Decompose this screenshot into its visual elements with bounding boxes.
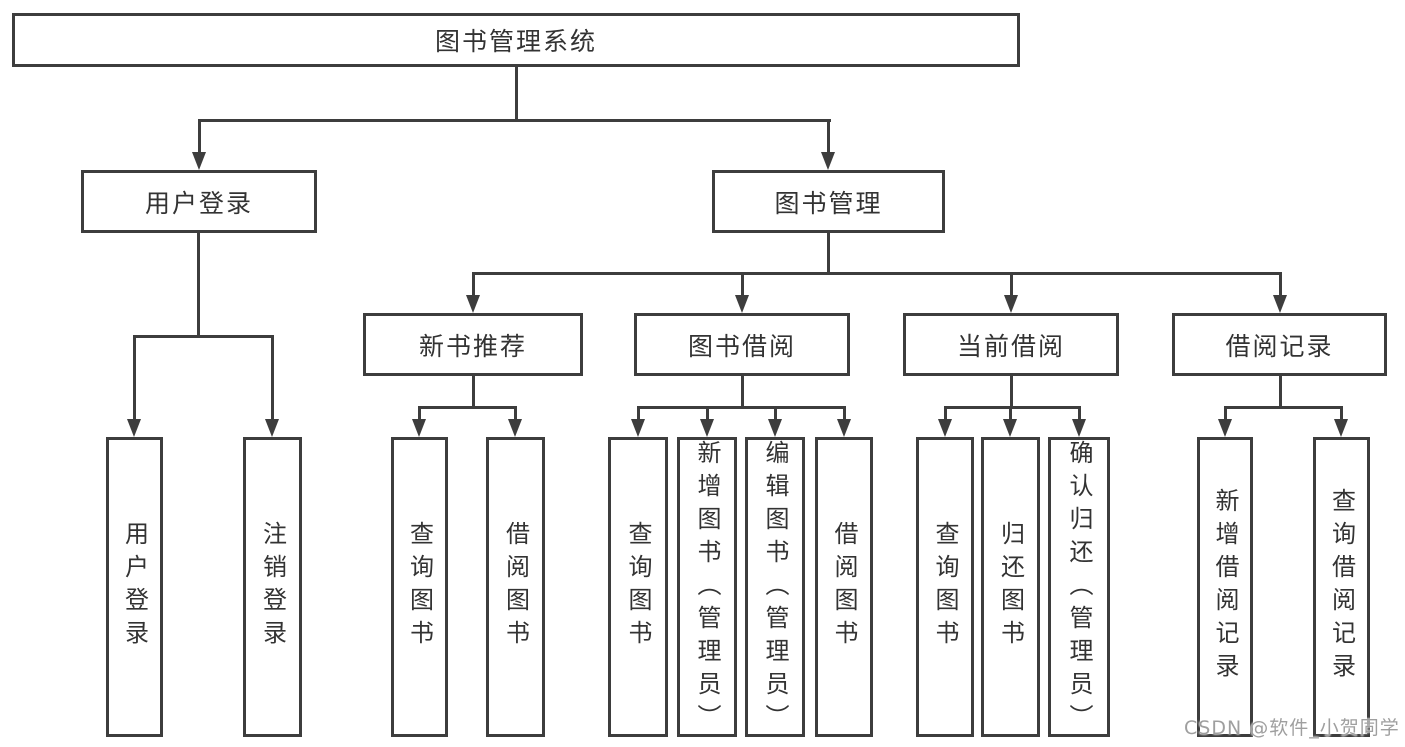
leaf-query-borrow-record: 查询借阅记录	[1313, 437, 1370, 737]
arrowhead-down-icon	[1218, 419, 1232, 437]
arrowhead-down-icon	[192, 152, 206, 170]
node-current-borrowing: 当前借阅	[903, 313, 1119, 376]
leaf-borrow-books-recommend: 借阅图书	[486, 437, 545, 737]
leaf-edit-book-admin: 编辑图书（管理员）	[745, 437, 805, 737]
arrowhead-down-icon	[466, 295, 480, 313]
watermark: CSDN @软件_小贺同学	[1184, 717, 1400, 739]
connector-line	[1078, 406, 1081, 419]
connector-line	[827, 119, 830, 152]
arrowhead-down-icon	[265, 419, 279, 437]
connector-line	[515, 67, 518, 119]
connector-line	[1279, 376, 1282, 407]
connector-line	[827, 233, 830, 272]
connector-line	[1224, 406, 1343, 409]
arrowhead-down-icon	[837, 419, 851, 437]
leaf-user-login: 用户登录	[106, 437, 163, 737]
arrowhead-down-icon	[127, 419, 141, 437]
arrowhead-down-icon	[768, 419, 782, 437]
connector-line	[741, 272, 744, 295]
connector-line	[514, 406, 517, 419]
connector-line	[774, 406, 777, 419]
arrowhead-down-icon	[631, 419, 645, 437]
connector-line	[472, 376, 475, 407]
arrowhead-down-icon	[1273, 295, 1287, 313]
arrowhead-down-icon	[821, 152, 835, 170]
connector-line	[271, 335, 274, 419]
connector-line	[1010, 272, 1013, 295]
leaf-borrow-books-borrowing: 借阅图书	[815, 437, 873, 737]
connector-line	[706, 406, 709, 419]
arrowhead-down-icon	[735, 295, 749, 313]
connector-line	[1279, 272, 1282, 295]
leaf-query-books-current: 查询图书	[916, 437, 974, 737]
arrowhead-down-icon	[1003, 419, 1017, 437]
connector-line	[637, 406, 640, 419]
connector-line	[741, 376, 744, 407]
arrowhead-down-icon	[1072, 419, 1086, 437]
leaf-add-book-admin: 新增图书（管理员）	[677, 437, 737, 737]
connector-line	[198, 119, 201, 152]
node-book-borrowing: 图书借阅	[634, 313, 850, 376]
connector-line	[418, 406, 421, 419]
arrowhead-down-icon	[938, 419, 952, 437]
node-borrowing-records: 借阅记录	[1172, 313, 1387, 376]
arrowhead-down-icon	[700, 419, 714, 437]
arrowhead-down-icon	[1334, 419, 1348, 437]
connector-line	[472, 272, 1282, 275]
connector-line	[944, 406, 1081, 409]
arrowhead-down-icon	[1004, 295, 1018, 313]
node-user-login-module: 用户登录	[81, 170, 317, 233]
leaf-add-borrow-record: 新增借阅记录	[1197, 437, 1253, 737]
connector-line	[944, 406, 947, 419]
connector-line	[1009, 406, 1012, 419]
connector-line	[843, 406, 846, 419]
arrowhead-down-icon	[412, 419, 426, 437]
node-book-management-module: 图书管理	[712, 170, 945, 233]
connector-line	[1224, 406, 1227, 419]
connector-line	[133, 335, 136, 419]
connector-line	[472, 272, 475, 295]
leaf-logout: 注销登录	[243, 437, 302, 737]
leaf-query-books-recommend: 查询图书	[391, 437, 448, 737]
connector-line	[197, 233, 200, 336]
node-library-system: 图书管理系统	[12, 13, 1020, 67]
connector-line	[637, 406, 846, 409]
connector-line	[1010, 376, 1013, 407]
arrowhead-down-icon	[508, 419, 522, 437]
leaf-return-books: 归还图书	[981, 437, 1040, 737]
connector-line	[133, 335, 274, 338]
leaf-query-books-borrowing: 查询图书	[608, 437, 668, 737]
connector-line	[1340, 406, 1343, 419]
leaf-confirm-return-admin: 确认归还（管理员）	[1048, 437, 1110, 737]
connector-line	[198, 119, 831, 122]
connector-line	[418, 406, 517, 409]
node-new-book-recommendation: 新书推荐	[363, 313, 583, 376]
